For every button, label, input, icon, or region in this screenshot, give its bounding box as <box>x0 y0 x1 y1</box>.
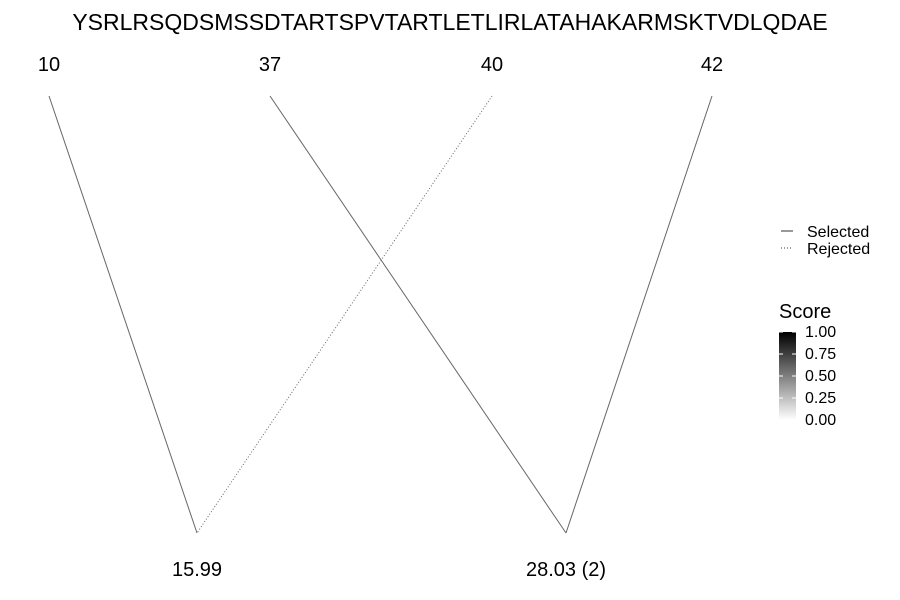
score-tick-label: 0.75 <box>805 346 836 363</box>
mass-shift-label: 15.99 <box>172 559 222 581</box>
linetype-legend: Selected Rejected <box>781 224 870 258</box>
position-label: 37 <box>259 54 281 76</box>
mass-shift-label: 28.03 (2) <box>526 559 606 581</box>
score-colorbar <box>779 332 796 420</box>
score-tick-label: 0.00 <box>805 412 836 429</box>
score-legend: Score 1.00 0.75 0.50 0.25 0.00 <box>779 301 836 429</box>
rejected-link-line <box>196 95 493 534</box>
selected-link-line <box>565 95 713 534</box>
sequence-title: YSRLRSQDSMSSDTARTSPVTARTLETLIRLATAHAKARM… <box>72 9 827 35</box>
score-tick-label: 0.25 <box>805 390 836 407</box>
legend-rejected-label: Rejected <box>807 241 870 258</box>
score-tick-label: 0.50 <box>805 368 836 385</box>
position-label: 10 <box>38 54 60 76</box>
legend-selected-label: Selected <box>807 224 869 241</box>
selected-link-line <box>48 95 198 534</box>
position-label: 40 <box>481 54 503 76</box>
score-tick-label: 1.00 <box>805 324 836 341</box>
position-label: 42 <box>701 54 723 76</box>
selected-link-line <box>269 95 567 534</box>
score-legend-title: Score <box>779 301 831 323</box>
